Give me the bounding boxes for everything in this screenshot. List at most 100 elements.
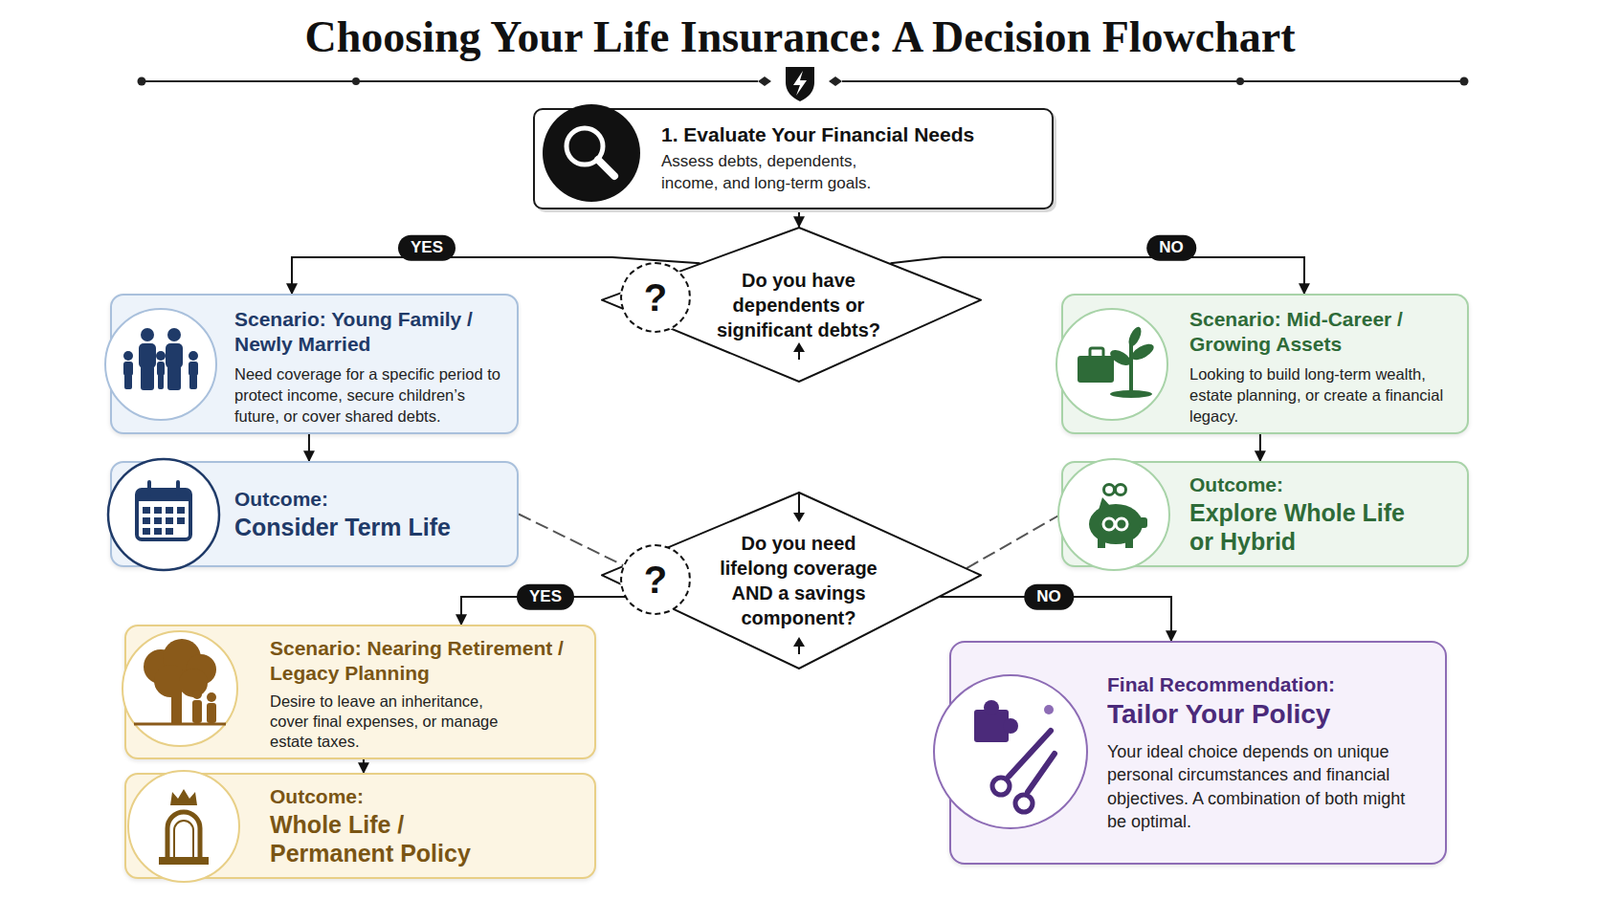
- calendar-icon: [177, 507, 185, 514]
- piggy-bank-icon: [1138, 517, 1148, 529]
- outcome-text: Consider Term Life: [234, 512, 503, 542]
- piggy-bank-icon: [1097, 537, 1106, 549]
- outcome-label: Outcome:: [234, 487, 503, 512]
- question-mark: ?: [622, 278, 689, 317]
- scenario-box: Scenario: Young Family / Newly MarriedNe…: [110, 293, 519, 435]
- text-block: Scenario: Mid-Career / Growing AssetsLoo…: [1189, 307, 1453, 427]
- edge-label: YES: [398, 235, 456, 262]
- chart-title: Choosing Your Life Insurance: A Decision…: [0, 11, 1600, 63]
- headstone-crown-icon: [128, 771, 240, 883]
- tree-family-icon: [133, 723, 226, 727]
- shield-emblem: [785, 66, 815, 102]
- headstone-crown-icon: [158, 857, 209, 866]
- calendar-icon: [108, 459, 220, 571]
- family-icon: [189, 374, 198, 390]
- calendar-icon: [165, 507, 174, 514]
- family-icon: [140, 328, 155, 342]
- diamond-arrow-marks: [793, 512, 805, 523]
- family-icon: [123, 351, 134, 361]
- calendar-icon: [154, 528, 162, 535]
- text-block: Outcome:Whole Life / Permanent Policy: [269, 775, 476, 878]
- flow-arrow: [939, 597, 1172, 642]
- calendar-icon: [142, 528, 151, 535]
- tree-family-icon: [143, 649, 178, 685]
- family-icon: [165, 343, 183, 369]
- flow-arrow: [308, 434, 311, 462]
- text-block: ?: [622, 546, 689, 614]
- text-block: Outcome:Explore Whole Life or Hybrid: [1189, 463, 1410, 566]
- text-block: Outcome:Consider Term Life: [234, 463, 503, 566]
- outcome-text: Whole Life / Permanent Policy: [269, 810, 476, 868]
- diamond-arrow-marks: [798, 641, 800, 655]
- piggy-bank-icon: [1104, 485, 1115, 496]
- family-icon: [105, 309, 217, 421]
- calendar-icon: [154, 517, 162, 525]
- puzzle-scissors-icon: [933, 675, 1088, 829]
- calendar-icon: [136, 489, 191, 540]
- title-rule: [757, 76, 772, 87]
- tree-family-icon: [154, 665, 187, 698]
- family-icon: [156, 361, 165, 377]
- family-icon: [124, 374, 133, 390]
- puzzle-scissors-icon: [1002, 718, 1019, 734]
- edge-label: NO: [1023, 584, 1074, 611]
- title-rule: [1236, 77, 1245, 86]
- outcome-box: Outcome:Whole Life / Permanent Policy: [124, 773, 597, 880]
- diamond-shape: [601, 227, 981, 382]
- decision-text: Do you have dependents or significant de…: [705, 267, 892, 343]
- piggy-bank-icon: [1058, 459, 1170, 571]
- tree-family-icon: [185, 654, 217, 686]
- flow-arrow: [798, 209, 800, 227]
- magnifier-icon: [542, 104, 641, 202]
- diamond-arrow-marks: [793, 342, 805, 655]
- edge-label: NO: [1146, 235, 1197, 262]
- magnifier-icon: [542, 104, 641, 202]
- node-heading: Final Recommendation:: [1107, 672, 1433, 698]
- piggy-bank-icon: [1125, 537, 1134, 549]
- outcome-text: Explore Whole Life or Hybrid: [1189, 498, 1410, 556]
- headstone-crown-icon: [170, 789, 198, 806]
- calendar-icon: [142, 507, 151, 514]
- decision-text: Do you need lifelong coverage AND a savi…: [705, 531, 892, 631]
- puzzle-scissors-icon: [933, 675, 1088, 829]
- decision-diamond: Do you need lifelong coverage AND a savi…: [600, 491, 982, 670]
- briefcase-plant-icon: [1110, 390, 1153, 399]
- diamond-arrow-marks: [793, 342, 805, 353]
- family-icon: [167, 328, 181, 342]
- node-body: Desire to leave an inheritance, cover fi…: [269, 691, 521, 754]
- family-icon: [105, 309, 217, 421]
- edge-label: YES: [516, 584, 575, 611]
- flow-line: [518, 514, 624, 567]
- piggy-bank-icon: [1088, 504, 1143, 545]
- tree-family-icon: [178, 668, 208, 698]
- briefcase-plant-icon: [1126, 325, 1144, 349]
- node-body: Looking to build long-term wealth, estat…: [1189, 363, 1453, 428]
- question-mark: ?: [622, 560, 689, 600]
- puzzle-scissors-icon: [974, 710, 1009, 743]
- diamond-arrow-marks: [793, 637, 805, 647]
- family-icon: [167, 365, 181, 391]
- family-icon: [138, 343, 156, 369]
- family-icon: [140, 365, 155, 391]
- outcome-label: Outcome:: [1189, 472, 1410, 498]
- title-rule: [352, 77, 360, 86]
- briefcase-plant-icon: [1129, 344, 1134, 393]
- puzzle-scissors-icon: [1008, 731, 1051, 778]
- scenario-box: Scenario: Mid-Career / Growing AssetsLoo…: [1061, 293, 1469, 435]
- puzzle-scissors-icon: [1015, 795, 1033, 813]
- calendar-icon: [142, 517, 151, 525]
- tree-family-icon: [122, 631, 238, 747]
- node-body: Your ideal choice depends on unique pers…: [1107, 740, 1423, 834]
- node-heading: Scenario: Nearing Retirement / Legacy Pl…: [269, 636, 586, 688]
- tree-family-icon: [162, 639, 201, 678]
- calendar-icon: [176, 482, 180, 495]
- magnifier-icon: [598, 159, 615, 177]
- piggy-bank-icon: [1103, 518, 1115, 531]
- puzzle-scissors-icon: [1027, 754, 1055, 793]
- tree-family-icon: [171, 681, 182, 724]
- briefcase-plant-icon: [1077, 355, 1114, 383]
- tree-family-icon: [122, 631, 238, 747]
- shield-emblem: [785, 66, 815, 102]
- calendar-icon: [154, 507, 162, 514]
